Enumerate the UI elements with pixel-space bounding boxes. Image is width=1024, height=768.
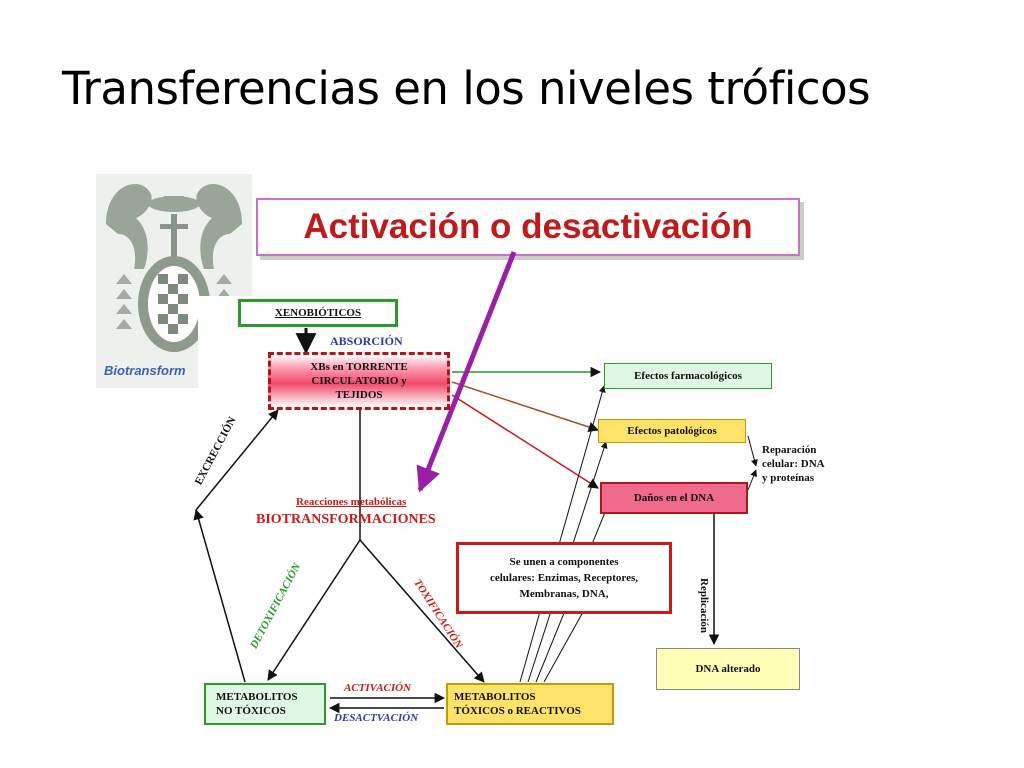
logo-text: Biotransform: [104, 363, 186, 378]
reacciones-label: Reacciones metabólicas: [296, 496, 407, 508]
replicacion-label: Replicación: [698, 578, 710, 633]
xbs-line1: XBs en TORRENTE: [310, 361, 408, 373]
arrow-dna-to-rep: [747, 469, 757, 491]
efectos-farm-label: Efectos farmacológicos: [634, 370, 742, 382]
reparacion-line1: Reparación: [762, 444, 817, 456]
arrow-tox: [359, 539, 485, 683]
xenobioticos-box: XENOBIÓTICOS: [238, 299, 398, 327]
arrow-excrecion-2: [195, 409, 279, 511]
metab-tox-line2: TÓXICOS o REACTIVOS: [454, 705, 581, 717]
university-logo: [96, 174, 252, 388]
xenobioticos-label: XENOBIÓTICOS: [274, 307, 362, 319]
arrow-xbs-to-dna: [451, 394, 599, 489]
purple-arrow: [416, 251, 517, 493]
activation-banner: Activación o desactivación: [256, 198, 800, 256]
activacion-label: ACTIVACIÓN: [344, 682, 412, 694]
arrow-tox-to-farm: [519, 385, 606, 683]
arrow-excrecion: [193, 508, 246, 683]
reparacion-text: Reparación celular: DNA y proteínas: [762, 443, 825, 485]
se-unen-line3: Membranas, DNA,: [519, 588, 609, 600]
metab-no-tox-line1: METABOLITOS: [216, 691, 298, 703]
desactivacion-label: DESACTVACIÓN: [334, 712, 419, 724]
dna-alterado-label: DNA alterado: [695, 663, 761, 675]
crest-icon: [106, 184, 242, 352]
biotransformaciones-label: BIOTRANSFORMACIONES: [256, 512, 436, 527]
se-unen-line2: celulares: Enzimas, Receptores,: [489, 572, 639, 584]
xbs-box: XBs en TORRENTE CIRCULATORIO y TEJIDOS: [268, 352, 450, 410]
xbs-line3: TEJIDOS: [335, 389, 383, 401]
metabolitos-toxicos-box: METABOLITOS TÓXICOS o REACTIVOS: [446, 683, 614, 725]
se-unen-line1: Se unen a componentes: [509, 556, 619, 568]
metab-tox-line1: METABOLITOS: [454, 691, 536, 703]
metab-no-tox-line2: NO TÓXICOS: [216, 705, 286, 717]
arrow-detox: [267, 539, 361, 681]
arrow-xbs-to-pat: [451, 381, 599, 433]
reparacion-line2: celular: DNA: [762, 458, 825, 470]
absorcion-label: ABSORCIÓN: [330, 334, 403, 348]
danos-dna-box: Daños en el DNA: [600, 482, 748, 514]
metabolitos-no-toxicos-box: METABOLITOS NO TÓXICOS: [204, 683, 326, 725]
arrow-pat-to-rep: [747, 435, 758, 467]
efectos-patologicos-box: Efectos patológicos: [598, 419, 746, 443]
efectos-farmacologicos-box: Efectos farmacológicos: [604, 363, 772, 389]
efectos-pat-label: Efectos patológicos: [627, 425, 717, 437]
se-unen-box: Se unen a componentes celulares: Enzimas…: [456, 542, 672, 614]
xbs-line2: CIRCULATORIO y: [311, 375, 407, 387]
danos-dna-label: Daños en el DNA: [633, 492, 715, 504]
slide-title: Transferencias en los niveles tróficos: [62, 62, 871, 115]
dna-alterado-box: DNA alterado: [656, 648, 800, 690]
reparacion-line3: y proteínas: [762, 472, 815, 484]
